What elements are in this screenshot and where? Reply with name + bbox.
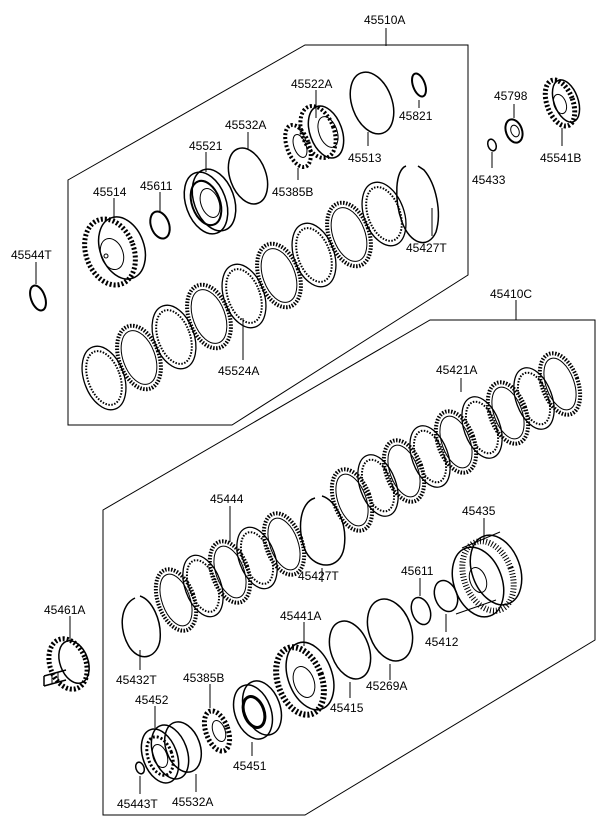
lower-assembly-boundary bbox=[102, 319, 596, 816]
label-45524A: 45524A bbox=[218, 364, 259, 378]
snap-ring-45611-upper bbox=[149, 210, 171, 240]
label-45444: 45444 bbox=[210, 492, 244, 506]
hub-45441A bbox=[273, 641, 335, 718]
snap-ring-45427T-lower bbox=[299, 495, 346, 566]
upper-clutch-plate-5 bbox=[221, 263, 267, 329]
lower-clutch-plate-8 bbox=[513, 367, 555, 430]
label-45433: 45433 bbox=[472, 173, 506, 187]
label-45521: 45521 bbox=[189, 139, 223, 153]
upper-clutch-plate-4 bbox=[185, 282, 233, 351]
label-45412: 45412 bbox=[425, 635, 459, 649]
label-45798: 45798 bbox=[494, 89, 528, 103]
bearing-45385B-upper bbox=[283, 122, 313, 170]
ring-45415 bbox=[328, 620, 372, 680]
label-45532A-lower: 45532A bbox=[172, 795, 213, 809]
upper-clutch-plate-1 bbox=[81, 345, 127, 411]
seal-ring-45532A-lower bbox=[163, 721, 203, 773]
lower-left-clutch-plate-3 bbox=[207, 539, 253, 605]
lower-clutch-plate-9 bbox=[537, 351, 583, 417]
ring-45544T bbox=[29, 284, 47, 312]
lower-clutch-plate-5 bbox=[433, 409, 479, 475]
upper-clutch-plate-6 bbox=[255, 241, 303, 310]
label-45611-upper: 45611 bbox=[140, 179, 173, 193]
ring-45412 bbox=[433, 579, 459, 613]
lower-clutch-plates bbox=[329, 351, 583, 533]
gear-45541B bbox=[542, 77, 581, 129]
snap-ring-45611-lower bbox=[410, 596, 432, 626]
piston-45522A bbox=[298, 104, 345, 160]
upper-clutch-plate-7 bbox=[291, 222, 337, 288]
label-45510A: 45510A bbox=[364, 13, 405, 27]
label-45415: 45415 bbox=[330, 701, 364, 715]
lower-clutch-plate-4 bbox=[409, 425, 451, 488]
label-45544T: 45544T bbox=[11, 248, 52, 262]
bearing-45798 bbox=[504, 118, 524, 144]
seal-ring-45269A bbox=[366, 598, 414, 662]
label-45421A: 45421A bbox=[436, 363, 477, 377]
label-45522A: 45522A bbox=[291, 77, 332, 91]
label-45385B-lower: 45385B bbox=[183, 671, 224, 685]
ring-45443T bbox=[134, 761, 146, 775]
label-45611-lower: 45611 bbox=[401, 564, 434, 578]
leader-lines bbox=[35, 28, 563, 794]
label-45514: 45514 bbox=[93, 185, 127, 199]
bearing-45385B-lower bbox=[201, 708, 233, 754]
upper-clutch-plate-3 bbox=[151, 304, 197, 370]
ring-45513 bbox=[349, 71, 395, 135]
hub-45451 bbox=[232, 680, 283, 740]
lower-clutch-plate-2 bbox=[357, 454, 399, 517]
upper-clutch-plates bbox=[81, 181, 407, 411]
upper-assembly-boundary bbox=[67, 44, 469, 426]
label-45461A: 45461A bbox=[44, 603, 85, 617]
label-45441A: 45441A bbox=[280, 609, 321, 623]
label-45443T: 45443T bbox=[117, 797, 158, 811]
snap-ring-45427T-upper bbox=[396, 165, 440, 244]
drum-45452 bbox=[140, 724, 190, 784]
lower-clutch-plate-3 bbox=[381, 438, 427, 504]
drum-45435 bbox=[451, 531, 523, 618]
upper-clutch-plate-8 bbox=[325, 200, 373, 269]
snap-ring-45432T bbox=[121, 595, 161, 658]
snap-ring-45821 bbox=[411, 72, 427, 98]
lower-clutch-plate-6 bbox=[461, 396, 503, 459]
label-45410C: 45410C bbox=[490, 287, 532, 301]
upper-clutch-plate-2 bbox=[115, 323, 163, 392]
label-45432T: 45432T bbox=[116, 673, 157, 687]
label-45451: 45451 bbox=[233, 759, 267, 773]
label-45541B: 45541B bbox=[540, 151, 581, 165]
label-45385B-upper: 45385B bbox=[272, 185, 313, 199]
label-45269A: 45269A bbox=[366, 679, 407, 693]
lower-clutch-plate-1 bbox=[329, 467, 375, 533]
shaft-gear-45461A bbox=[43, 636, 90, 692]
label-45513: 45513 bbox=[348, 151, 382, 165]
label-45452: 45452 bbox=[135, 693, 169, 707]
lower-left-clutch-plate-4 bbox=[236, 526, 278, 590]
upper-clutch-plate-9 bbox=[361, 181, 407, 247]
label-45435: 45435 bbox=[462, 504, 496, 518]
seal-ring-45532A-upper bbox=[227, 147, 269, 205]
label-45821: 45821 bbox=[399, 109, 433, 123]
lower-left-clutch-plate-2 bbox=[182, 554, 224, 618]
label-45532A-upper: 45532A bbox=[225, 118, 266, 132]
washer-45433 bbox=[486, 138, 498, 152]
label-45427T-lower: 45427T bbox=[298, 569, 339, 583]
drum-gear-45514 bbox=[82, 216, 147, 288]
lower-clutch-plate-7 bbox=[485, 380, 531, 446]
label-45427T-upper: 45427T bbox=[406, 241, 447, 255]
hub-45521 bbox=[183, 168, 237, 235]
lower-left-clutch-plate-1 bbox=[153, 567, 199, 633]
